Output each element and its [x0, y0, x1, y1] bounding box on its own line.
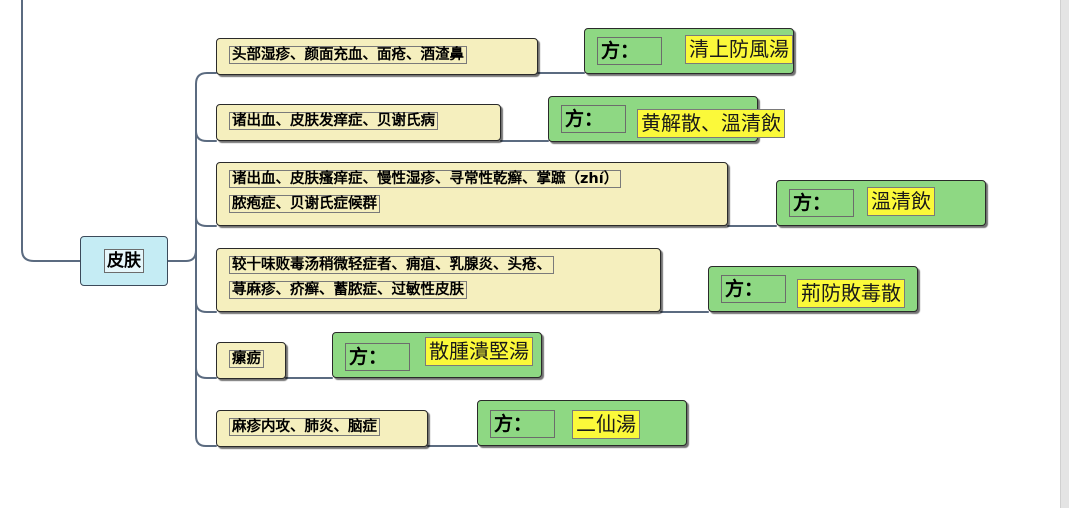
branch-connector-4: [195, 301, 709, 313]
symptom-topic-5[interactable]: 瘰疬: [216, 342, 286, 379]
formula-topic-4[interactable]: 方： 荊防敗毒散: [708, 266, 918, 312]
symptom-line: 较十味败毒汤稍微轻症者、痈疽、乳腺炎、头疮、: [229, 253, 650, 278]
formula-topic-3[interactable]: 方： 溫清飲: [776, 180, 986, 226]
symptom-topic-3[interactable]: 诸出血、皮肤瘙痒症、慢性湿疹、寻常性乾癣、掌蹠（zhí） 脓疱症、贝谢氏症候群: [216, 162, 728, 226]
formula-prefix-label: 方：: [561, 105, 627, 133]
formula-name: 溫清飲: [867, 187, 935, 216]
root-topic-skin[interactable]: 皮肤: [80, 236, 168, 286]
formula-name: 清上防風湯: [685, 35, 793, 64]
formula-prefix-label: 方：: [597, 37, 663, 65]
root-connector: [21, 0, 81, 262]
formula-prefix-label: 方：: [345, 343, 411, 371]
symptom-line: 瘰疬: [229, 347, 275, 372]
root-topic-label: 皮肤: [104, 249, 144, 273]
formula-prefix-label: 方：: [721, 275, 787, 303]
symptom-topic-2[interactable]: 诸出血、皮肤发痒症、贝谢氏病: [216, 104, 501, 141]
symptom-line: 诸出血、皮肤瘙痒症、慢性湿疹、寻常性乾癣、掌蹠（zhí）: [229, 167, 717, 192]
formula-name: 散腫潰堅湯: [425, 337, 533, 366]
formula-prefix-label: 方：: [490, 410, 556, 438]
formula-topic-1[interactable]: 方： 清上防風湯: [584, 28, 794, 74]
formula-name: 黄解散、溫清飲: [637, 109, 785, 138]
symptom-line: 荨麻疹、疥癣、蓄脓症、过敏性皮肤: [229, 278, 650, 303]
symptom-line: 头部湿疹、颜面充血、面疮、酒渣鼻: [229, 43, 527, 68]
symptom-topic-1[interactable]: 头部湿疹、颜面充血、面疮、酒渣鼻: [216, 38, 538, 75]
formula-name: 荊防敗毒散: [797, 279, 905, 308]
branch-trunk: [167, 72, 217, 447]
formula-topic-6[interactable]: 方： 二仙湯: [477, 400, 687, 446]
branch-connector-5: [195, 367, 333, 379]
formula-topic-2[interactable]: 方： 黄解散、溫清飲: [548, 96, 785, 142]
symptom-line: 脓疱症、贝谢氏症候群: [229, 192, 717, 217]
symptom-line: 诸出血、皮肤发痒症、贝谢氏病: [229, 109, 490, 134]
symptom-topic-4[interactable]: 较十味败毒汤稍微轻症者、痈疽、乳腺炎、头疮、 荨麻疹、疥癣、蓄脓症、过敏性皮肤: [216, 248, 661, 312]
branch-connector-3: [195, 216, 777, 227]
formula-name: 二仙湯: [572, 410, 640, 439]
symptom-topic-6[interactable]: 麻疹内攻、肺炎、脑症: [216, 410, 428, 447]
vertical-scrollbar[interactable]: [1060, 0, 1069, 508]
formula-topic-5[interactable]: 方： 散腫潰堅湯: [332, 332, 542, 378]
branch-connector-2: [195, 130, 549, 142]
symptom-line: 麻疹内攻、肺炎、脑症: [229, 415, 417, 440]
formula-prefix-label: 方：: [789, 189, 855, 217]
